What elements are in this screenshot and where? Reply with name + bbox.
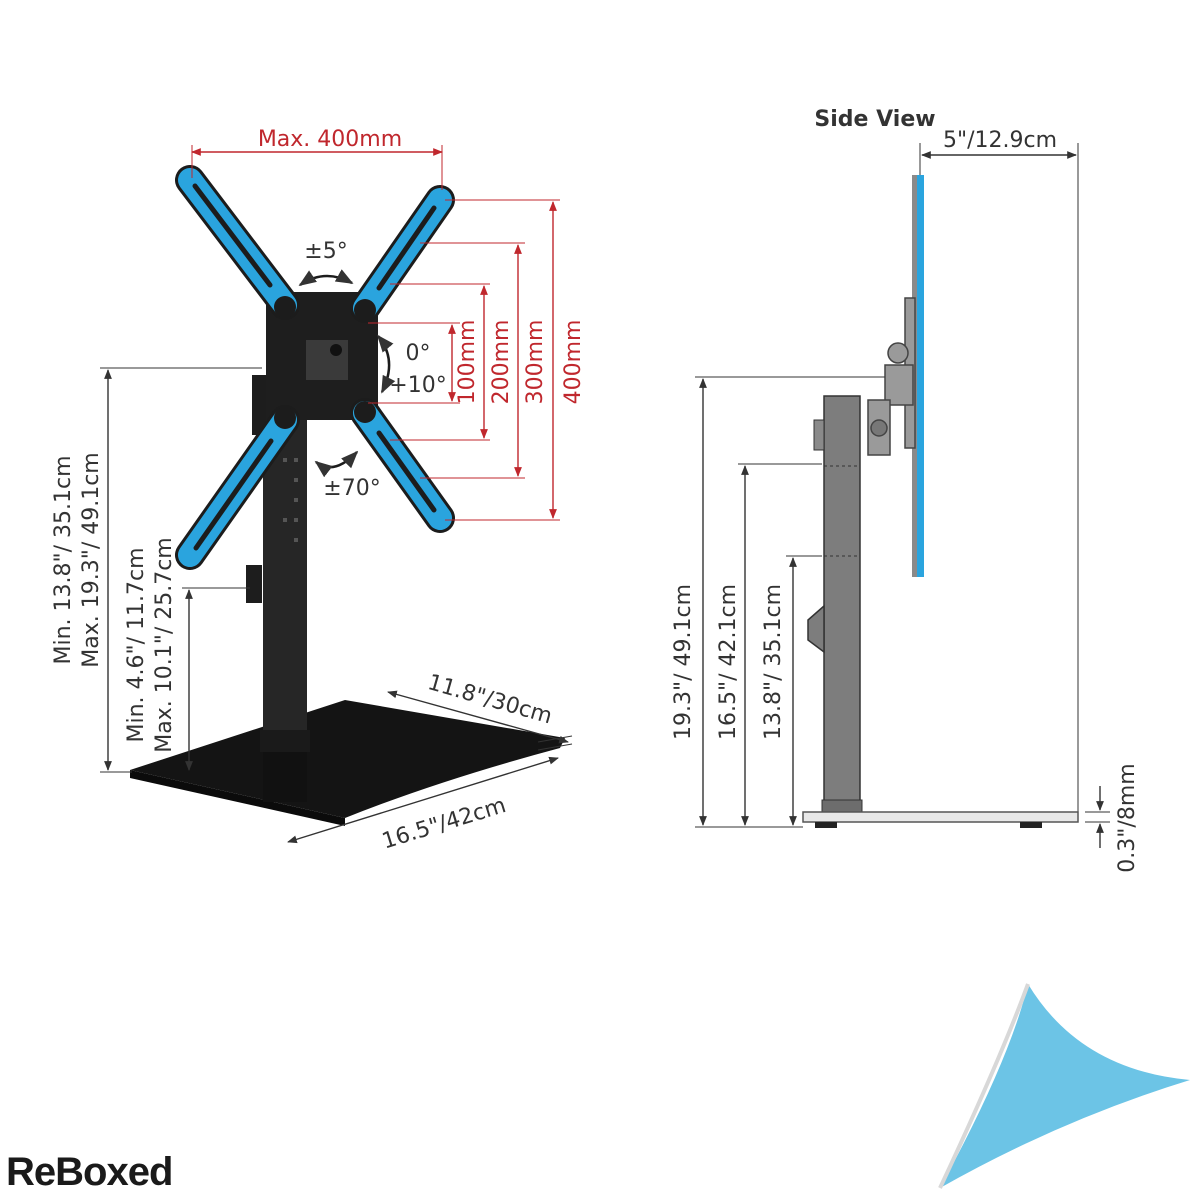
overall-height-min-label: Min. 13.8"/ 35.1cm (51, 455, 76, 664)
overall-height-dimension (100, 367, 262, 773)
side-height-total-label: 19.3"/ 49.1cm (671, 584, 696, 740)
base-thickness-dimension (1085, 786, 1110, 848)
max-width-label: Max. 400mm (258, 127, 402, 152)
side-view-title: Side View (814, 107, 935, 132)
vesa-400-label: 400mm (561, 320, 586, 405)
arm-top-right (350, 185, 455, 323)
vesa-200-label: 200mm (489, 320, 514, 405)
swivel-label: ±70° (323, 476, 380, 501)
front-view: Max. 400mm 100mm 200mm 300mm 400mm ±5° (51, 127, 586, 854)
side-height-min-label: 13.8"/ 35.1cm (761, 584, 786, 740)
arm-top-left (175, 165, 300, 320)
arm-bottom-right (350, 398, 455, 533)
arm-bottom-left (175, 405, 300, 570)
rotate-label: ±5° (304, 239, 347, 264)
screen-height-min-label: Min. 4.6"/ 11.7cm (124, 547, 149, 742)
base-width-label: 16.5"/42cm (379, 793, 509, 854)
vesa-300-label: 300mm (523, 320, 548, 405)
vesa-arms (175, 165, 455, 570)
screen-height-dimension (182, 587, 250, 771)
page-curl-icon (935, 983, 1200, 1195)
tv-panel-edge (917, 175, 924, 577)
base-width-dimension (287, 756, 559, 844)
side-depth-label: 5"/12.9cm (943, 128, 1057, 153)
tilt-down-label: +10° (389, 373, 446, 398)
side-height-mid-label: 16.5"/ 42.1cm (716, 584, 741, 740)
base-thickness-label: 0.3"/8mm (1115, 763, 1140, 872)
tilt-up-label: 0° (406, 341, 431, 366)
tilt-arrow-icon (376, 334, 396, 394)
reboxed-logo: ReBoxed (6, 1150, 172, 1194)
side-column (807, 395, 863, 813)
overall-height-max-label: Max. 19.3"/ 49.1cm (79, 452, 104, 668)
vesa-dimensions (368, 199, 560, 521)
side-base (802, 811, 1079, 828)
side-bracket (867, 297, 916, 456)
side-view: Side View 5"/12.9cm (671, 107, 1140, 873)
side-height-dimensions (695, 376, 885, 828)
rotate-arrow-icon (298, 269, 354, 287)
swivel-arrow-icon (314, 450, 359, 478)
vesa-100-label: 100mm (455, 320, 480, 405)
side-depth-dimension (919, 143, 1079, 818)
base-depth-dimension (387, 690, 573, 751)
screen-height-max-label: Max. 10.1"/ 25.7cm (152, 537, 177, 753)
max-width-dimension: Max. 400mm (191, 127, 443, 190)
